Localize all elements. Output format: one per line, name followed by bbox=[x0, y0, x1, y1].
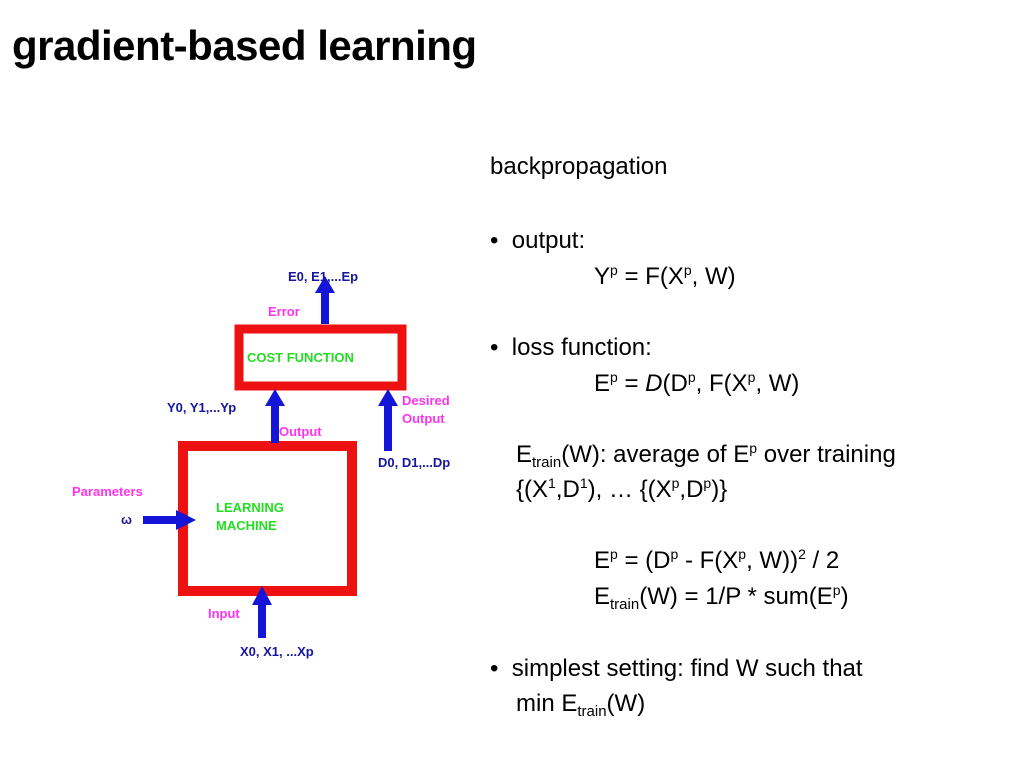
bullet-mark: • bbox=[490, 227, 499, 254]
output-arrow bbox=[265, 389, 285, 443]
simplest-text-1: simplest setting: find W such that bbox=[511, 655, 863, 682]
cost-function-box bbox=[234, 324, 407, 391]
desired-output-label-1: Desired bbox=[402, 393, 450, 408]
squared-error-formula: Ep = (Dp - F(Xp, W))2 / 2 bbox=[594, 546, 840, 574]
simplest-bullet: • simplest setting: find W such that bbox=[490, 652, 863, 686]
learning-machine-diagram: E0, E1,...Ep Error COST FUNCTION Y0, Y1,… bbox=[72, 269, 450, 659]
omega-label: ω bbox=[121, 512, 132, 527]
parameters-label: Parameters bbox=[72, 484, 143, 499]
slide-title: gradient-based learning bbox=[12, 22, 477, 69]
output-label: output: bbox=[511, 227, 586, 254]
input-arrow bbox=[252, 586, 272, 638]
heading: backpropagation bbox=[490, 153, 668, 180]
error-label: Error bbox=[268, 304, 300, 319]
loss-formula: Ep = D(Dp, F(Xp, W) bbox=[594, 369, 800, 397]
learning-machine-label-1: LEARNING bbox=[216, 500, 284, 515]
desired-output-label-2: Output bbox=[402, 411, 445, 426]
bullet-mark: • bbox=[490, 655, 499, 682]
input-label: Input bbox=[208, 606, 240, 621]
loss-label: loss function: bbox=[511, 334, 652, 361]
simplest-text-2: min Etrain(W) bbox=[516, 690, 646, 720]
desired-values-label: D0, D1,...Dp bbox=[378, 455, 450, 470]
errors-label: E0, E1,...Ep bbox=[288, 269, 358, 284]
error-arrow bbox=[315, 276, 335, 324]
dataset-set: {(X1,D1), … {(Xp,Dp)} bbox=[516, 475, 728, 503]
output-bullet: • output: bbox=[490, 224, 585, 258]
etrain-average-formula: Etrain(W) = 1/P * sum(Ep) bbox=[594, 582, 849, 613]
loss-bullet: • loss function: bbox=[490, 331, 652, 365]
etrain-definition: Etrain(W): average of Ep over training bbox=[516, 440, 896, 471]
desired-output-arrow bbox=[378, 389, 398, 451]
inputs-label: X0, X1, ...Xp bbox=[240, 644, 314, 659]
learning-machine-label-2: MACHINE bbox=[216, 518, 277, 533]
cost-function-label: COST FUNCTION bbox=[247, 350, 354, 365]
parameters-arrow bbox=[143, 510, 196, 530]
output-label: Output bbox=[279, 424, 322, 439]
outputs-label: Y0, Y1,...Yp bbox=[167, 400, 236, 415]
bullet-mark: • bbox=[490, 334, 499, 361]
output-formula: Yp = F(Xp, W) bbox=[594, 262, 736, 290]
